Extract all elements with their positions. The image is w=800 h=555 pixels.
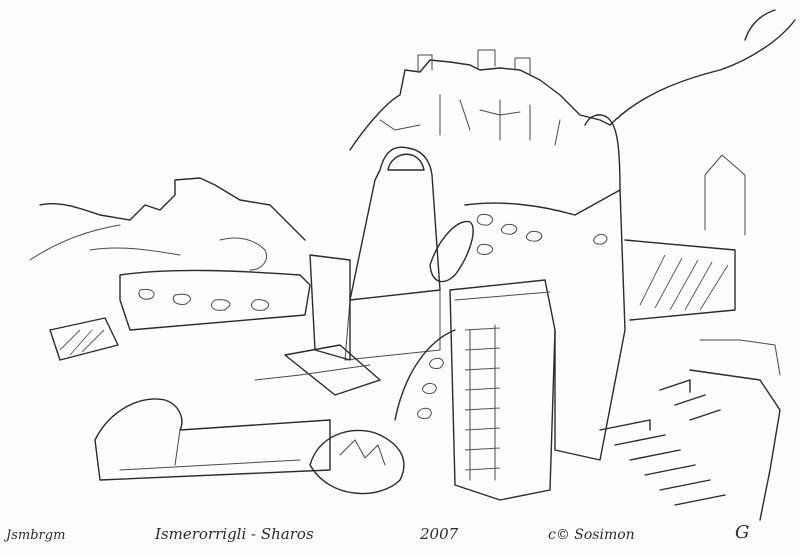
hilltop-village xyxy=(349,49,611,151)
lower-planters xyxy=(94,344,405,495)
right-hillside xyxy=(609,9,796,236)
sketch-year: 2007 xyxy=(420,525,459,543)
stair-box xyxy=(449,279,556,501)
arch-ribs xyxy=(394,329,456,421)
left-mountains xyxy=(29,177,306,271)
sketch-title: Ismerorrigli - Sharos xyxy=(155,525,314,543)
artist-signature: Jsmbrgm xyxy=(6,528,66,543)
initial-mark: G xyxy=(735,522,750,543)
terrace-wall xyxy=(49,269,311,361)
cone-tower xyxy=(309,146,441,361)
wing-element xyxy=(429,220,474,283)
right-tower xyxy=(464,114,736,461)
staircase xyxy=(599,339,781,521)
copyright-note: c© Sosimon xyxy=(548,527,635,543)
